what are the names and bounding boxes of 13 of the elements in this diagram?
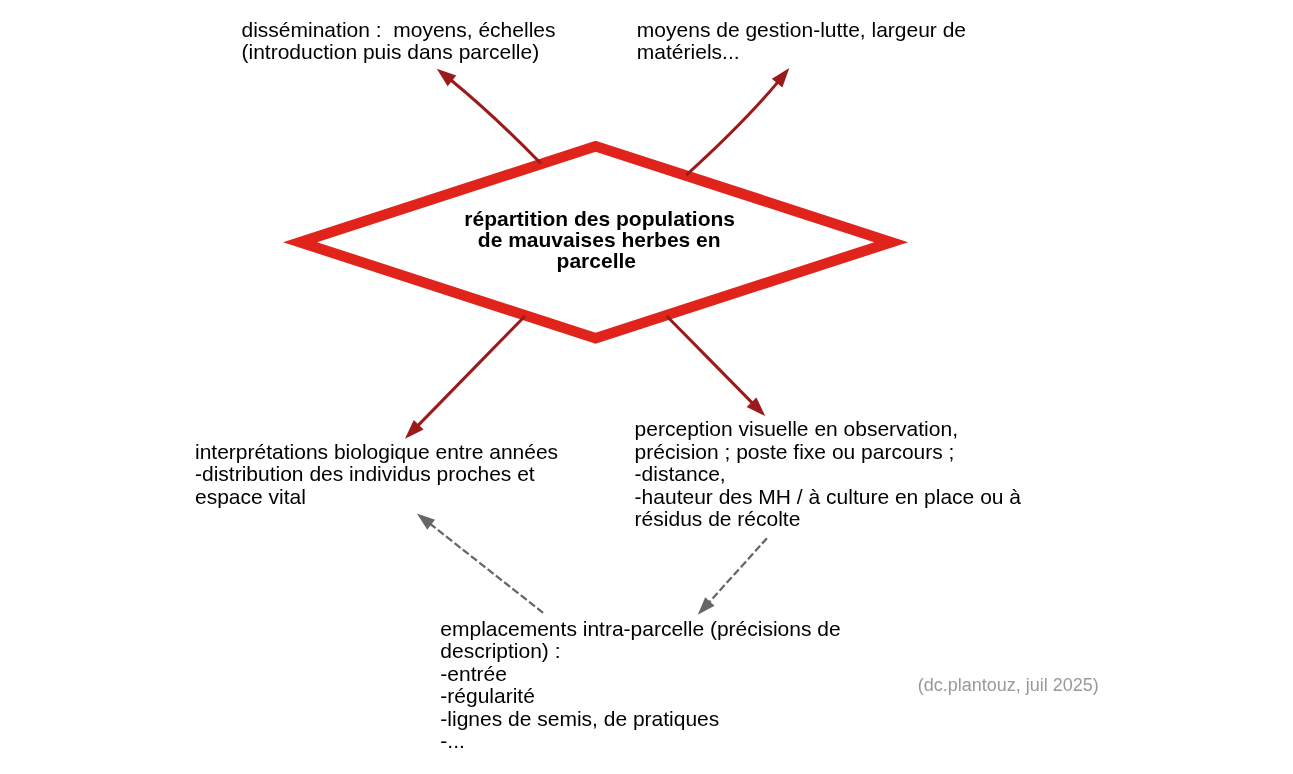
node-text: dissémination : moyens, échelles (introduction puis dans parcelle) [241, 17, 556, 64]
node-text: emplacements intra-parcelle (précisions de description) : -entrée -régularité -lignes de semis, de pratiques -... [439, 616, 841, 753]
arrow [684, 67, 789, 177]
label: (dc.plantouz, juil 2025) [917, 674, 1099, 695]
arrow [665, 314, 765, 417]
node-text: moyens de gestion-lutte, largeur de matériels... [636, 17, 966, 64]
node-text: perception visuelle en observation, précision ; poste fixe ou parcours ; -distance, -hauteur des MH / à culture en place ou à résidus de récolte [634, 417, 1021, 531]
node-text: interprétations biologique entre années -distribution des individus proches et espace vital [194, 439, 558, 508]
arrow [404, 314, 526, 439]
arrow [697, 537, 768, 615]
arrow [436, 68, 542, 165]
node-diamond: répartition des populations de mauvaises herbes en parcelle [282, 140, 908, 344]
arrow [416, 513, 544, 614]
